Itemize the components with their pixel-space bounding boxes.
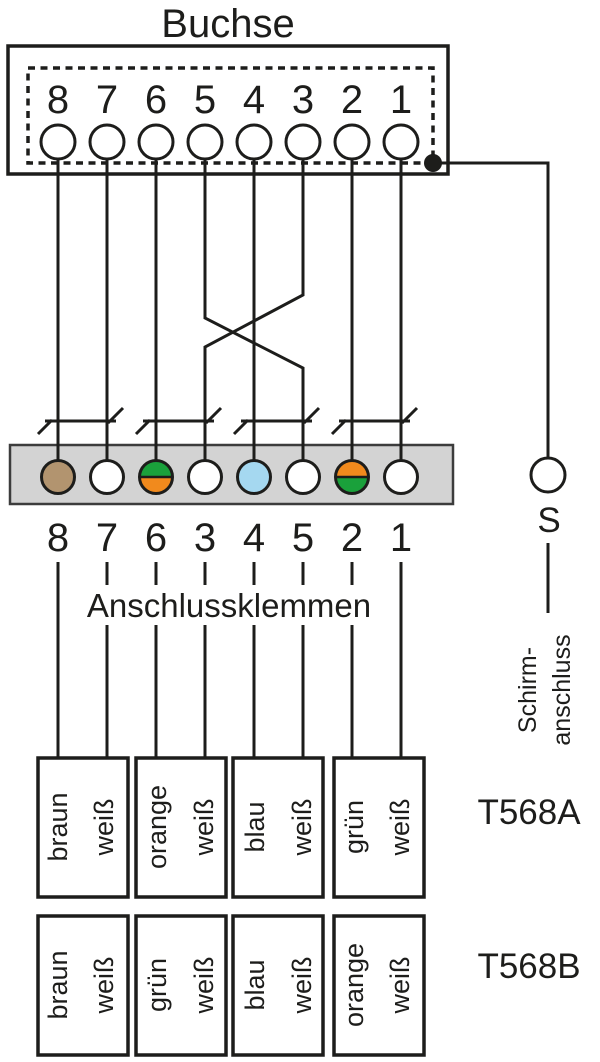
socket-pin-label: 8	[47, 78, 69, 122]
t568b-pair-box-4	[332, 914, 426, 1057]
socket-contact-dashed-box	[26, 66, 435, 165]
pair-bracket-4	[330, 406, 419, 436]
socket-pin-circle-8	[39, 123, 77, 161]
terminal-number: 5	[292, 516, 314, 560]
socket-pin-circle-6	[137, 123, 175, 161]
pair-bracket-3	[232, 406, 321, 436]
shield-connection-label-line2: anschluss	[548, 634, 576, 745]
t568b-color-label: weiß	[287, 956, 317, 1014]
standard-label-t568a: T568A	[477, 793, 581, 832]
contact-gruen-orange-outline	[138, 459, 174, 495]
t568a-color-label: weiß	[89, 798, 119, 856]
t568b-color-label: orange	[339, 943, 369, 1027]
terminal-number: 3	[194, 516, 216, 560]
socket-pin-circle-2	[333, 123, 371, 161]
socket-pin-label: 1	[390, 78, 412, 122]
shield-terminal-label: S	[537, 501, 560, 540]
t568b-pair-box-3	[231, 914, 325, 1057]
socket-pin-label: 4	[243, 78, 265, 122]
shield-terminal-circle	[529, 456, 567, 494]
t568a-color-label: grün	[339, 800, 369, 854]
socket-pin-circle-1	[382, 123, 420, 161]
socket-pin-circle-5	[186, 123, 224, 161]
t568b-color-label: weiß	[385, 956, 415, 1014]
shield-tap-dot	[424, 154, 442, 172]
t568a-color-label: weiß	[189, 798, 219, 856]
t568a-color-label: braun	[43, 792, 73, 861]
pair-bracket-2	[134, 406, 223, 436]
terminal-strip	[8, 443, 455, 506]
socket-pin-circle-7	[88, 123, 126, 161]
t568b-pair-box-2	[134, 914, 228, 1057]
socket-pin-label: 7	[96, 78, 118, 122]
wire-pin-3-crossing	[203, 159, 305, 460]
t568a-color-label: weiß	[287, 798, 317, 856]
pair-bracket-1	[36, 406, 125, 436]
t568b-color-label: weiß	[89, 956, 119, 1014]
t568a-color-label: weiß	[385, 798, 415, 856]
contact-orange-gruen-outline	[334, 459, 370, 495]
contact-weiss	[89, 459, 125, 495]
t568b-color-label: grün	[142, 958, 172, 1012]
contact-orange-gruen-bottom	[335, 477, 369, 494]
socket-pin-label: 5	[194, 78, 216, 122]
socket-title: Buchse	[161, 2, 294, 46]
t568b-color-label: blau	[240, 959, 270, 1010]
t568a-color-label: blau	[240, 801, 270, 852]
t568a-pair-box-2	[134, 756, 228, 899]
t568b-color-label: braun	[43, 950, 73, 1019]
shield-connection-label-line1: Schirm-	[514, 647, 542, 733]
standard-label-t568b: T568B	[477, 947, 580, 986]
shield-wire	[433, 161, 550, 458]
socket-pin-circle-4	[235, 123, 273, 161]
socket-pin-label: 2	[341, 78, 363, 122]
terminal-strip-label: Anschlussklemmen	[87, 587, 371, 624]
contact-braun	[40, 459, 76, 495]
terminal-number: 1	[390, 516, 412, 560]
t568a-pair-box-1	[36, 756, 130, 899]
socket-pin-label: 3	[292, 78, 314, 122]
t568a-pair-box-3	[231, 756, 325, 899]
contact-weiss	[383, 459, 419, 495]
contact-blau	[236, 459, 272, 495]
contact-gruen-orange-top	[139, 460, 173, 477]
contact-gruen-orange-bottom	[139, 477, 173, 494]
socket-outline-box	[6, 44, 450, 176]
contact-orange-gruen-top	[335, 460, 369, 477]
terminal-label-background	[74, 585, 384, 625]
terminal-number: 6	[145, 516, 167, 560]
t568b-pair-box-1	[36, 914, 130, 1057]
terminal-number: 4	[243, 516, 265, 560]
socket-pin-label: 6	[145, 78, 167, 122]
terminal-number: 7	[96, 516, 118, 560]
t568b-color-label: weiß	[189, 956, 219, 1014]
terminal-number: 2	[341, 516, 363, 560]
contact-weiss	[187, 459, 223, 495]
terminal-number: 8	[47, 516, 69, 560]
socket-pin-circle-3	[284, 123, 322, 161]
t568a-pair-box-4	[332, 756, 426, 899]
t568a-color-label: orange	[142, 785, 172, 869]
contact-weiss	[285, 459, 321, 495]
